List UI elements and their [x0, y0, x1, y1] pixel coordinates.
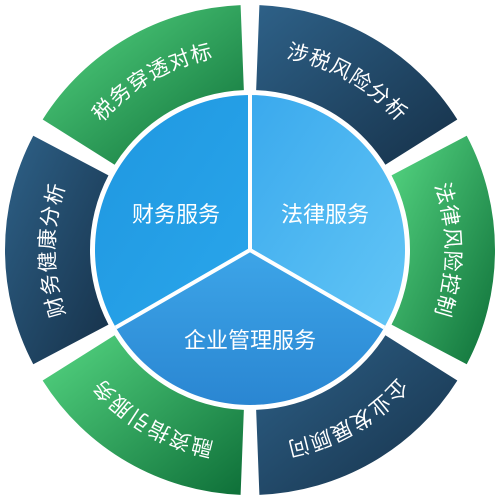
inner-circle — [92, 92, 408, 408]
inner-divider-line — [249, 248, 386, 330]
inner-sector-law — [250, 95, 405, 328]
ring-segment-legal-risk — [391, 135, 496, 365]
ring-segment-enterprise-advisor — [256, 335, 458, 495]
inner-sector-finance — [95, 95, 250, 328]
inner-label-finance: 财务服务 — [132, 203, 220, 228]
inner-label-law: 法律服务 — [281, 203, 369, 228]
outer-ring — [4, 5, 496, 495]
ring-segment-tax-planning — [42, 5, 244, 165]
ring-segment-tax-risk — [256, 5, 458, 165]
ring-segment-financial-health — [4, 135, 109, 365]
ring-segment-financing — [42, 335, 244, 495]
inner-divider-line — [114, 248, 251, 330]
inner-label-management: 企业管理服务 — [184, 329, 316, 354]
